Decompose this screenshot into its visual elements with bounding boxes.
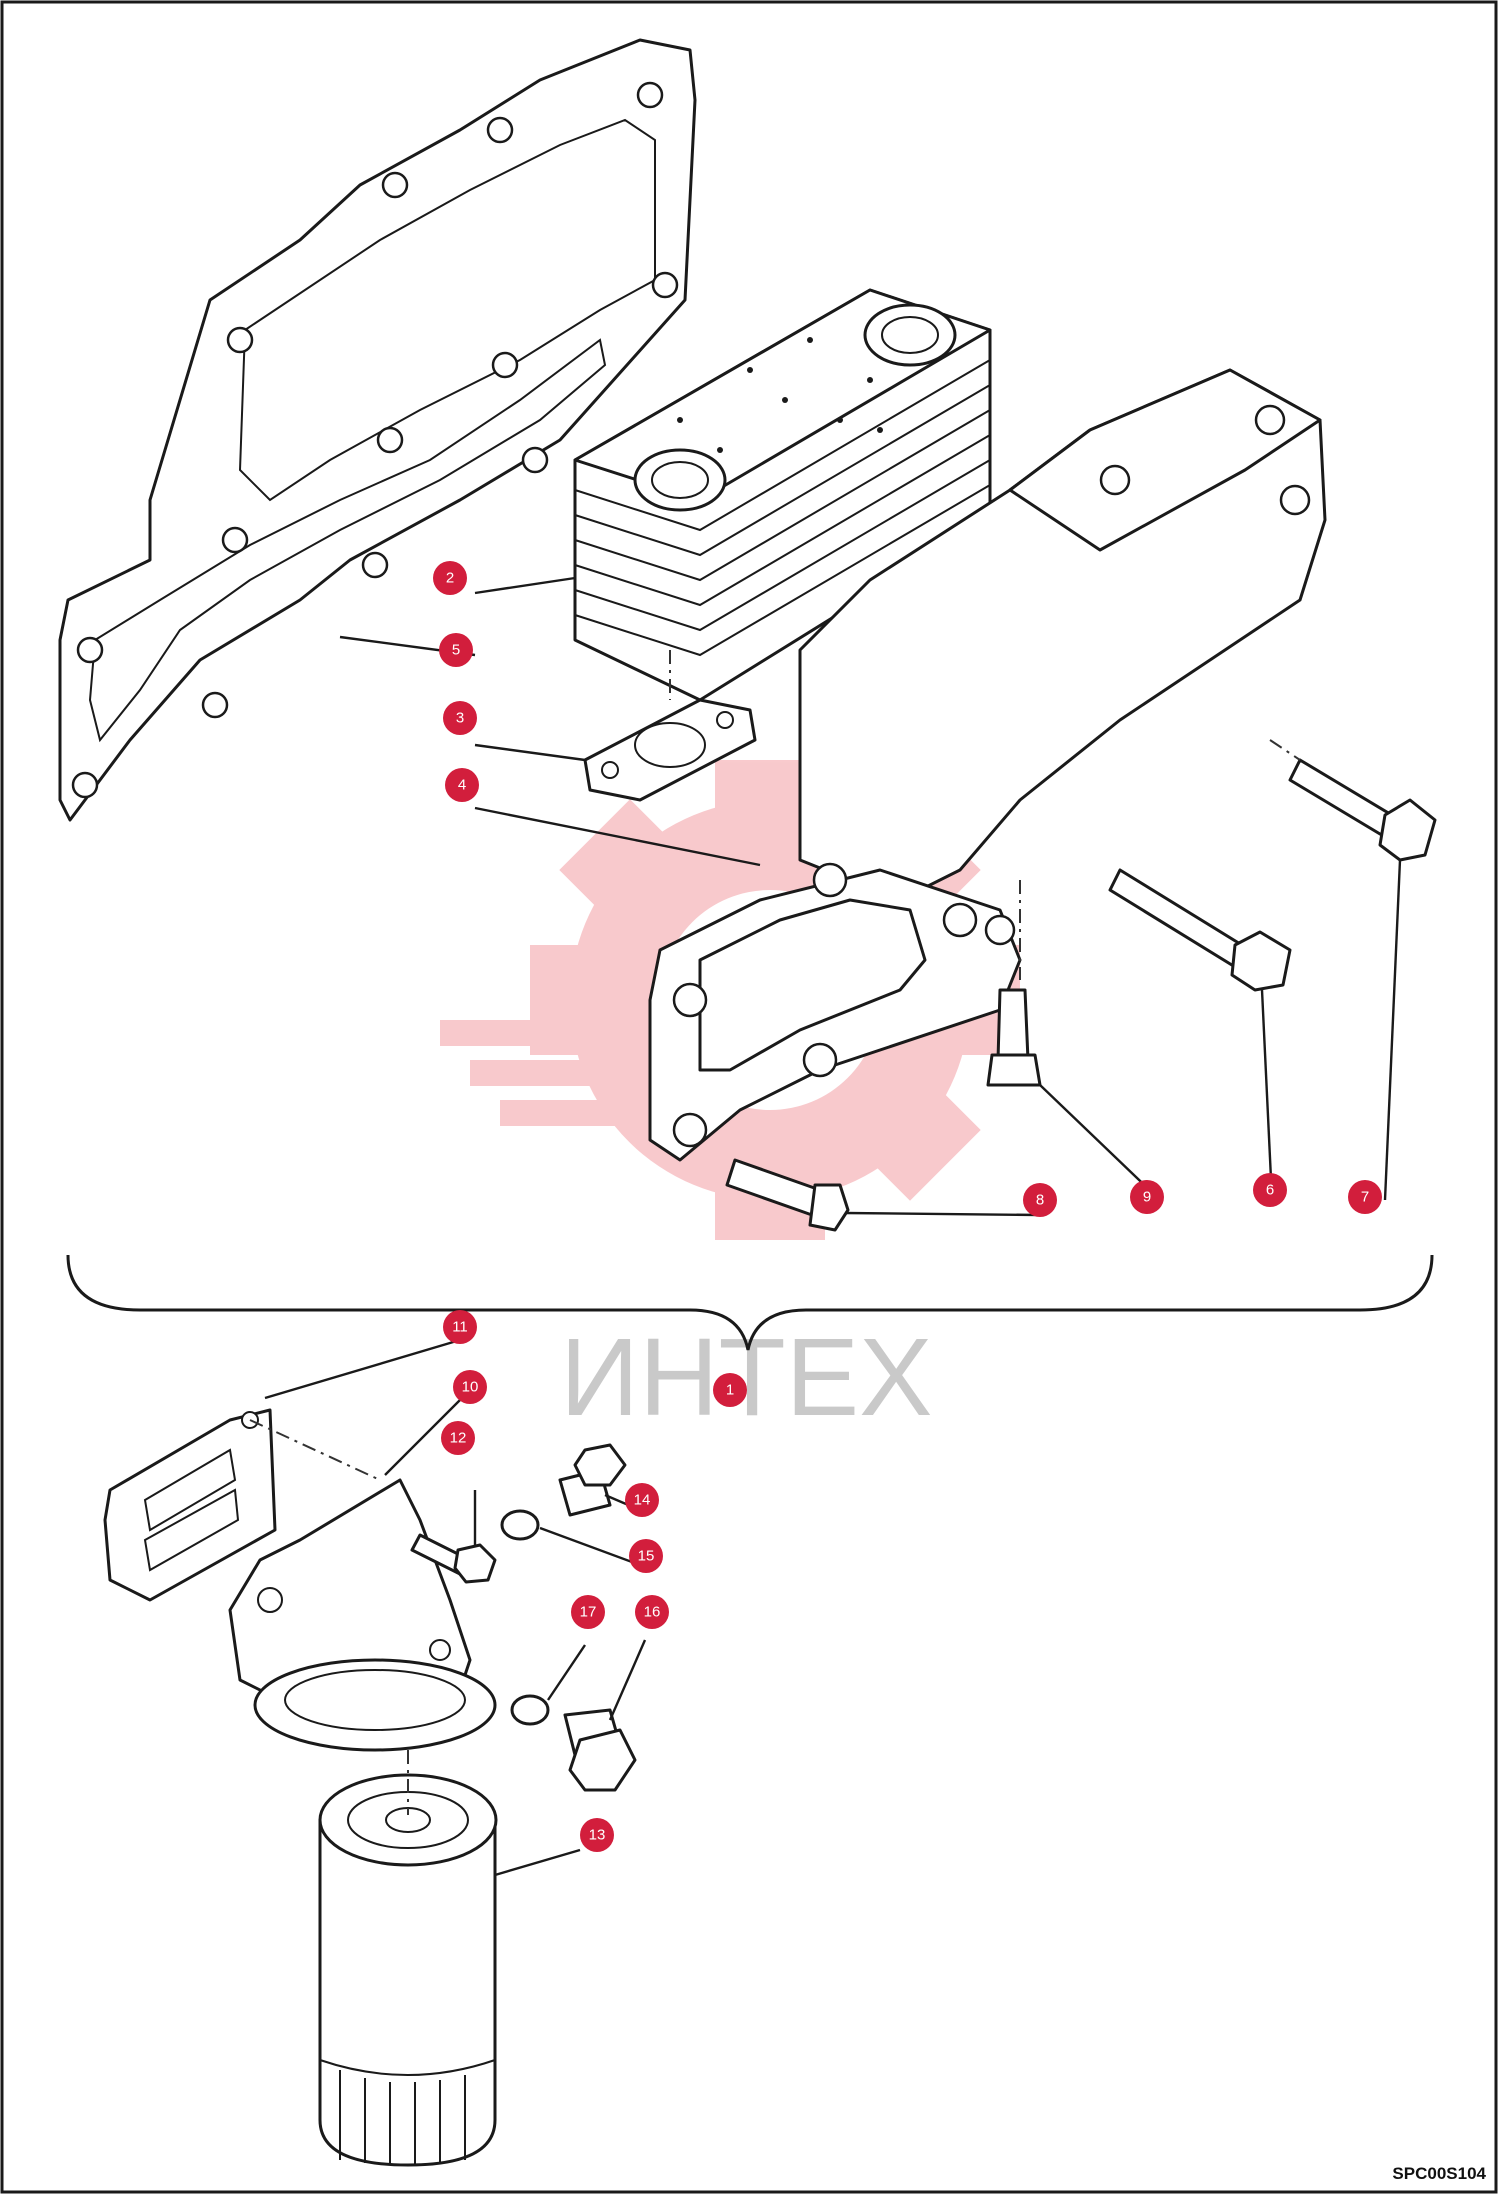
callout-10[interactable]: 10 [453, 1370, 487, 1404]
watermark-text: ИНТЕХ [560, 1316, 932, 1439]
bolt-9 [986, 988, 1042, 1087]
callout-label: 6 [1266, 1182, 1274, 1199]
oil-filter-13 [318, 1773, 498, 2167]
callout-label: 10 [462, 1379, 479, 1396]
callout-label: 12 [450, 1430, 467, 1447]
callout-12[interactable]: 12 [441, 1421, 475, 1455]
washer-15 [500, 1509, 540, 1541]
bolt-12 [410, 1533, 497, 1584]
callout-label: 11 [452, 1319, 468, 1336]
filter-head-10 [228, 1478, 497, 1752]
callout-15[interactable]: 15 [629, 1539, 663, 1573]
housing-4 [648, 368, 1327, 1162]
callout-label: 13 [589, 1827, 606, 1844]
centerline [1269, 739, 1301, 761]
washer-17 [510, 1694, 550, 1726]
assembly-brace [66, 1254, 1434, 1351]
plug-14 [558, 1443, 627, 1517]
cooler-core-2 [573, 288, 992, 702]
callout-14[interactable]: 14 [625, 1483, 659, 1517]
callout-label: 1 [726, 1382, 734, 1399]
callout-label: 16 [644, 1604, 661, 1621]
gasket-3 [583, 698, 757, 802]
callout-3[interactable]: 3 [443, 701, 477, 735]
callout-label: 15 [638, 1548, 655, 1565]
callout-6[interactable]: 6 [1253, 1173, 1287, 1207]
callout-4[interactable]: 4 [445, 768, 479, 802]
drawing-code: SPC00S104 [1392, 2164, 1486, 2183]
callout-13[interactable]: 13 [580, 1818, 614, 1852]
callout-5[interactable]: 5 [439, 633, 473, 667]
leaders-top [339, 576, 1402, 1217]
bolt-8 [725, 1158, 850, 1232]
callout-17[interactable]: 17 [571, 1595, 605, 1629]
callout-7[interactable]: 7 [1348, 1180, 1382, 1214]
callout-label: 5 [452, 642, 460, 659]
leaders-lower [264, 1338, 647, 1877]
callout-16[interactable]: 16 [635, 1595, 669, 1629]
callout-label: 7 [1361, 1189, 1369, 1206]
callout-11[interactable]: 11 [443, 1310, 477, 1344]
callout-8[interactable]: 8 [1023, 1183, 1057, 1217]
callout-1[interactable]: 1 [713, 1373, 747, 1407]
callout-9[interactable]: 9 [1130, 1180, 1164, 1214]
gasket-5 [58, 38, 697, 822]
plug-16 [563, 1708, 637, 1792]
centerline [249, 1419, 381, 1481]
callout-label: 9 [1143, 1189, 1151, 1206]
callout-label: 8 [1036, 1192, 1044, 1209]
callout-label: 3 [456, 710, 464, 727]
callout-label: 2 [446, 570, 454, 587]
bolt-7 [1288, 758, 1437, 862]
adapter-plate-11 [103, 1408, 277, 1602]
bolt-6 [1108, 868, 1292, 992]
callout-label: 4 [458, 777, 466, 794]
callout-label: 17 [580, 1604, 597, 1621]
callout-label: 14 [634, 1492, 651, 1509]
callout-2[interactable]: 2 [433, 561, 467, 595]
